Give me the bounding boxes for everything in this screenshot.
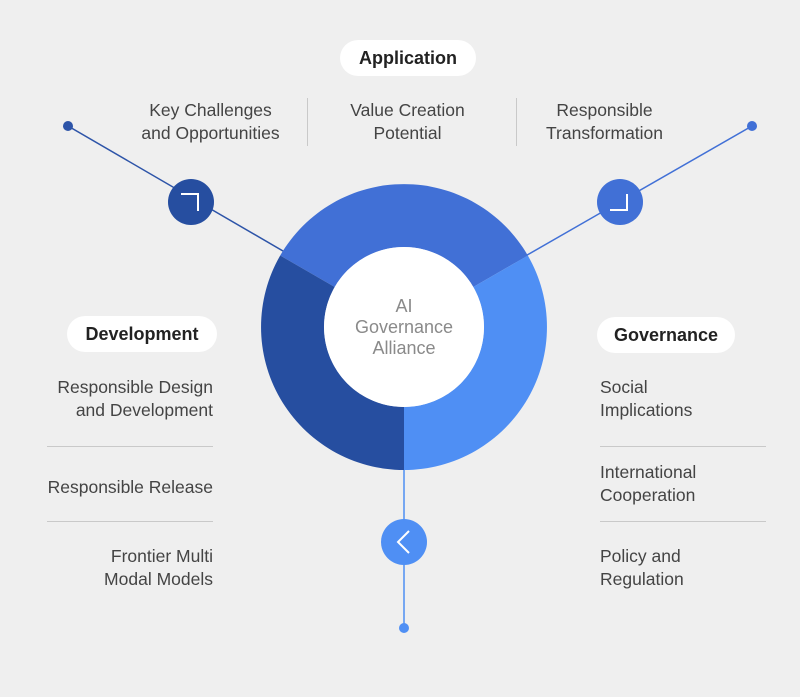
development-item-line: Frontier Multi	[110, 546, 213, 566]
application-item-line: Potential	[373, 123, 442, 143]
application-item-line: Transformation	[545, 123, 664, 143]
divider	[516, 98, 517, 146]
development-item-line: and Development	[75, 400, 213, 420]
center-label-line: AI	[395, 296, 413, 316]
application-item-line: and Opportunities	[141, 123, 280, 143]
governance-item-line: Social	[600, 377, 648, 397]
application-item-responsible-transformation: Responsible Transformation	[517, 99, 692, 145]
governance-item-line: Implications	[600, 400, 693, 420]
application-item-value-creation: Value Creation Potential	[320, 99, 495, 145]
development-title: Development	[67, 316, 217, 352]
application-item-line: Key Challenges	[149, 100, 272, 120]
ring-segment-application	[280, 184, 528, 287]
ring-segment-governance	[404, 255, 547, 470]
governance-item-line: Cooperation	[600, 485, 696, 505]
corner-arrow-icon	[168, 179, 214, 225]
development-item-line: Responsible Release	[47, 477, 213, 497]
application-item-line: Value Creation	[350, 100, 465, 120]
checkmark-arrow-icon	[597, 179, 643, 225]
development-item-responsible-release: Responsible Release	[20, 476, 213, 499]
center-label: AI Governance Alliance	[330, 296, 478, 359]
application-item-key-challenges: Key Challenges and Opportunities	[123, 99, 298, 145]
divider	[307, 98, 308, 146]
endpoint-dot	[747, 121, 757, 131]
development-item-responsible-design: Responsible Design and Development	[20, 376, 213, 422]
governance-item-line: International	[600, 462, 697, 482]
endpoint-dot	[399, 623, 409, 633]
ring-segment-development	[261, 255, 404, 470]
center-label-line: Governance	[354, 317, 454, 337]
governance-item-international-cooperation: International Cooperation	[600, 461, 780, 507]
governance-item-policy-regulation: Policy and Regulation	[600, 545, 780, 591]
chevron-left-icon	[381, 519, 427, 565]
application-title: Application	[340, 40, 476, 76]
divider	[47, 446, 213, 447]
development-item-line: Responsible Design	[57, 377, 213, 397]
application-item-line: Responsible	[556, 100, 653, 120]
divider	[47, 521, 213, 522]
development-item-frontier-models: Frontier Multi Modal Models	[20, 545, 213, 591]
divider	[600, 521, 766, 522]
governance-title: Governance	[597, 317, 735, 353]
governance-item-social-implications: Social Implications	[600, 376, 780, 422]
governance-item-line: Policy and	[600, 546, 681, 566]
center-circle	[324, 247, 484, 407]
development-item-line: Modal Models	[104, 569, 213, 589]
center-label-line: Alliance	[372, 338, 436, 358]
divider	[600, 446, 766, 447]
governance-item-line: Regulation	[600, 569, 684, 589]
endpoint-dot	[63, 121, 73, 131]
